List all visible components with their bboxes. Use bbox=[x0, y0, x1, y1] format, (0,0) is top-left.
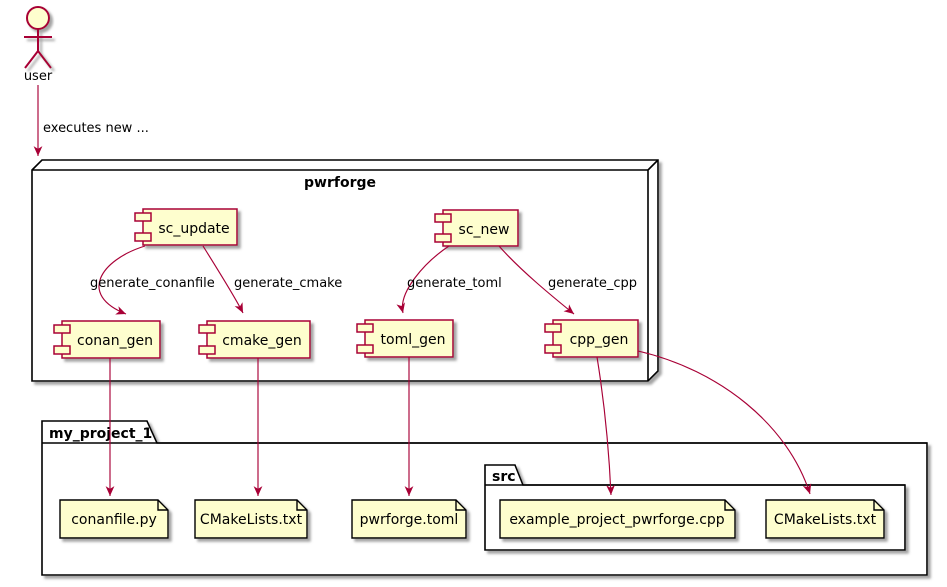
component-toml_gen: toml_gen bbox=[356, 319, 454, 358]
component-icon bbox=[134, 212, 152, 222]
component-label: toml_gen bbox=[381, 332, 446, 348]
edge-cpp_gen-example-cpp bbox=[596, 356, 615, 496]
file-shape bbox=[351, 499, 467, 539]
component-icon bbox=[356, 344, 374, 354]
actor-head-icon bbox=[26, 6, 50, 30]
component-label: cpp_gen bbox=[570, 332, 629, 348]
component-icon bbox=[544, 344, 562, 354]
component-icon bbox=[356, 323, 374, 333]
file-label: example_project_pwrforge.cpp bbox=[509, 512, 724, 528]
file-label: CMakeLists.txt bbox=[774, 512, 877, 528]
component-icon bbox=[53, 324, 71, 334]
pwrforge-node-bevel-lines bbox=[32, 159, 659, 381]
actor-label: user bbox=[24, 69, 53, 84]
actor-user: user bbox=[24, 6, 53, 84]
edge-sc_update-conan_gen bbox=[98, 245, 146, 315]
folder-title: src bbox=[492, 469, 516, 485]
edge-label-generate_conanfile: generate_conanfile bbox=[90, 276, 215, 291]
fold-corner-icon bbox=[455, 500, 466, 511]
component-icon bbox=[198, 324, 216, 334]
file-label: conanfile.py bbox=[71, 512, 157, 528]
edge-label-generate_cpp: generate_cpp bbox=[548, 276, 637, 291]
edge-sc_new-toml_gen bbox=[396, 245, 450, 314]
component-cmake_gen: cmake_gen bbox=[198, 320, 311, 359]
fold-corner-icon bbox=[873, 500, 884, 511]
component-icon bbox=[53, 345, 71, 355]
file-label: CMakeLists.txt bbox=[200, 512, 303, 528]
component-icon bbox=[544, 323, 562, 333]
edge-label-generate_cmake: generate_cmake bbox=[234, 276, 342, 291]
pwrforge-title: pwrforge bbox=[304, 175, 376, 191]
folder-title: my_project_1 bbox=[49, 426, 152, 442]
file-conanfile-py: conanfile.py bbox=[59, 499, 169, 539]
fold-corner-icon bbox=[724, 500, 735, 511]
fold-corner-icon bbox=[296, 500, 307, 511]
component-sc_new: sc_new bbox=[434, 209, 519, 247]
file-cmakelists-txt: CMakeLists.txt bbox=[194, 499, 308, 539]
component-label: sc_update bbox=[158, 221, 229, 237]
edge-sc_update-cmake_gen bbox=[202, 245, 244, 314]
file-pwrforge-toml: pwrforge.toml bbox=[351, 499, 467, 539]
file-src-cmakelists-txt: CMakeLists.txt bbox=[765, 499, 885, 539]
component-cpp_gen: cpp_gen bbox=[544, 319, 639, 358]
file-example-project-pwrforge-cpp: example_project_pwrforge.cpp bbox=[499, 499, 736, 539]
component-conan_gen: conan_gen bbox=[53, 320, 161, 359]
fold-corner-icon bbox=[157, 500, 168, 511]
component-icon bbox=[198, 345, 216, 355]
edge-sc_new-cpp_gen bbox=[498, 245, 575, 315]
file-shape bbox=[194, 499, 308, 539]
component-sc_update: sc_update bbox=[134, 208, 238, 246]
file-shape bbox=[59, 499, 169, 539]
component-icon bbox=[434, 233, 452, 243]
component-label: cmake_gen bbox=[222, 333, 302, 349]
component-label: conan_gen bbox=[77, 333, 153, 349]
file-shape bbox=[499, 499, 736, 539]
edge-label-generate_toml: generate_toml bbox=[407, 276, 502, 291]
file-shape bbox=[765, 499, 885, 539]
component-icon bbox=[134, 232, 152, 242]
component-label: sc_new bbox=[459, 222, 510, 238]
edge-user-label: executes new ... bbox=[43, 121, 149, 136]
component-icon bbox=[434, 213, 452, 223]
edge-cpp_gen-src-cmakelists bbox=[637, 350, 812, 495]
actor-body-icon bbox=[24, 29, 52, 69]
file-label: pwrforge.toml bbox=[360, 512, 459, 528]
